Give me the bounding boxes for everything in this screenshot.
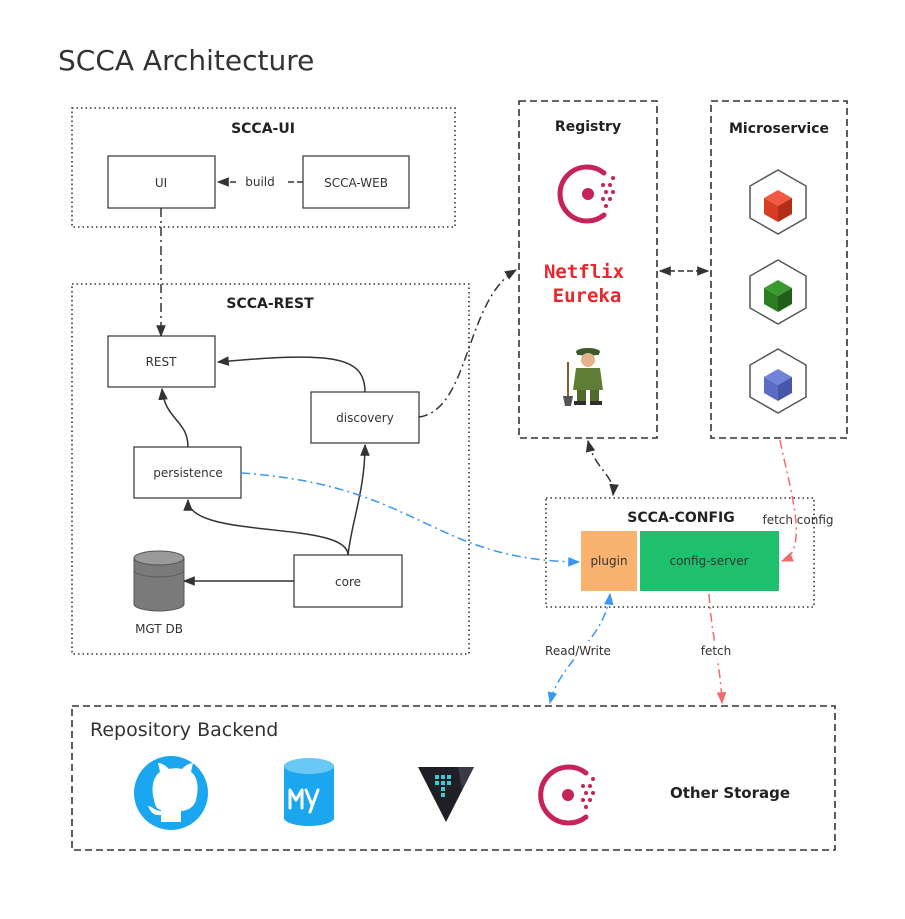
group-label-microservice: Microservice <box>729 121 829 137</box>
database-icon <box>133 550 185 612</box>
edge-core-persistence <box>183 498 349 556</box>
eureka-title-line1: Netflix <box>544 261 624 283</box>
node-ui-label: UI <box>155 176 167 190</box>
node-discovery-label: discovery <box>336 411 394 425</box>
node-scca-web-label: SCCA-WEB <box>324 176 388 190</box>
mysql-icon <box>284 758 334 826</box>
edge-persistence-rest <box>158 387 189 448</box>
edge-discovery-rest <box>216 356 366 393</box>
diagram-title: SCCA Architecture <box>58 44 314 77</box>
node-core[interactable] <box>293 554 403 608</box>
group-label-repository-backend: Repository Backend <box>90 719 278 741</box>
github-icon <box>134 756 208 830</box>
node-config-server-label: config-server <box>669 554 748 568</box>
edge-fetch-config-label: fetch config <box>762 513 833 527</box>
node-core-label: core <box>335 575 361 589</box>
edge-fetch <box>708 593 727 705</box>
eureka-mascot-icon <box>563 348 603 406</box>
node-ui[interactable] <box>107 155 216 209</box>
edge-discovery-registry <box>418 269 518 418</box>
node-discovery[interactable] <box>310 391 420 444</box>
node-persistence[interactable] <box>133 446 242 499</box>
group-scca-rest <box>71 283 470 655</box>
node-mgt-db-label: MGT DB <box>135 622 183 636</box>
consul-icon <box>538 764 595 826</box>
blue-cube-icon <box>749 348 807 414</box>
edge-read-write-label: Read/Write <box>545 644 611 658</box>
node-scca-web[interactable] <box>302 155 410 209</box>
edge-build-label: build <box>245 175 275 189</box>
green-cube-icon <box>749 259 807 325</box>
edge-persistence-plugin <box>240 472 581 567</box>
consul-icon <box>557 164 615 224</box>
node-persistence-label: persistence <box>153 466 222 480</box>
group-label-scca-config: SCCA-CONFIG <box>627 510 734 526</box>
edge-core-discovery <box>347 443 370 556</box>
edge-fetch-label-bg <box>697 641 737 659</box>
edge-fetch-config <box>779 439 798 562</box>
group-label-scca-rest: SCCA-REST <box>226 296 314 312</box>
red-cube-icon <box>749 169 807 235</box>
other-storage-label: Other Storage <box>670 784 790 802</box>
node-config-server[interactable] <box>640 531 779 591</box>
edge-registry-config <box>585 439 619 497</box>
eureka-title-line2: Eureka <box>553 285 622 307</box>
node-plugin-label: plugin <box>590 554 627 568</box>
group-microservice <box>710 100 848 439</box>
group-registry <box>518 100 658 439</box>
group-label-scca-ui: SCCA-UI <box>231 121 295 137</box>
edge-fetch-label: fetch <box>701 644 732 658</box>
node-rest-label: REST <box>146 355 178 369</box>
edge-read-write-label-bg <box>541 641 615 659</box>
node-plugin[interactable] <box>581 531 637 591</box>
group-label-registry: Registry <box>555 119 621 135</box>
group-scca-ui <box>71 107 456 228</box>
vault-icon <box>418 767 474 822</box>
group-repository-backend <box>71 705 836 851</box>
node-rest[interactable] <box>107 335 216 388</box>
